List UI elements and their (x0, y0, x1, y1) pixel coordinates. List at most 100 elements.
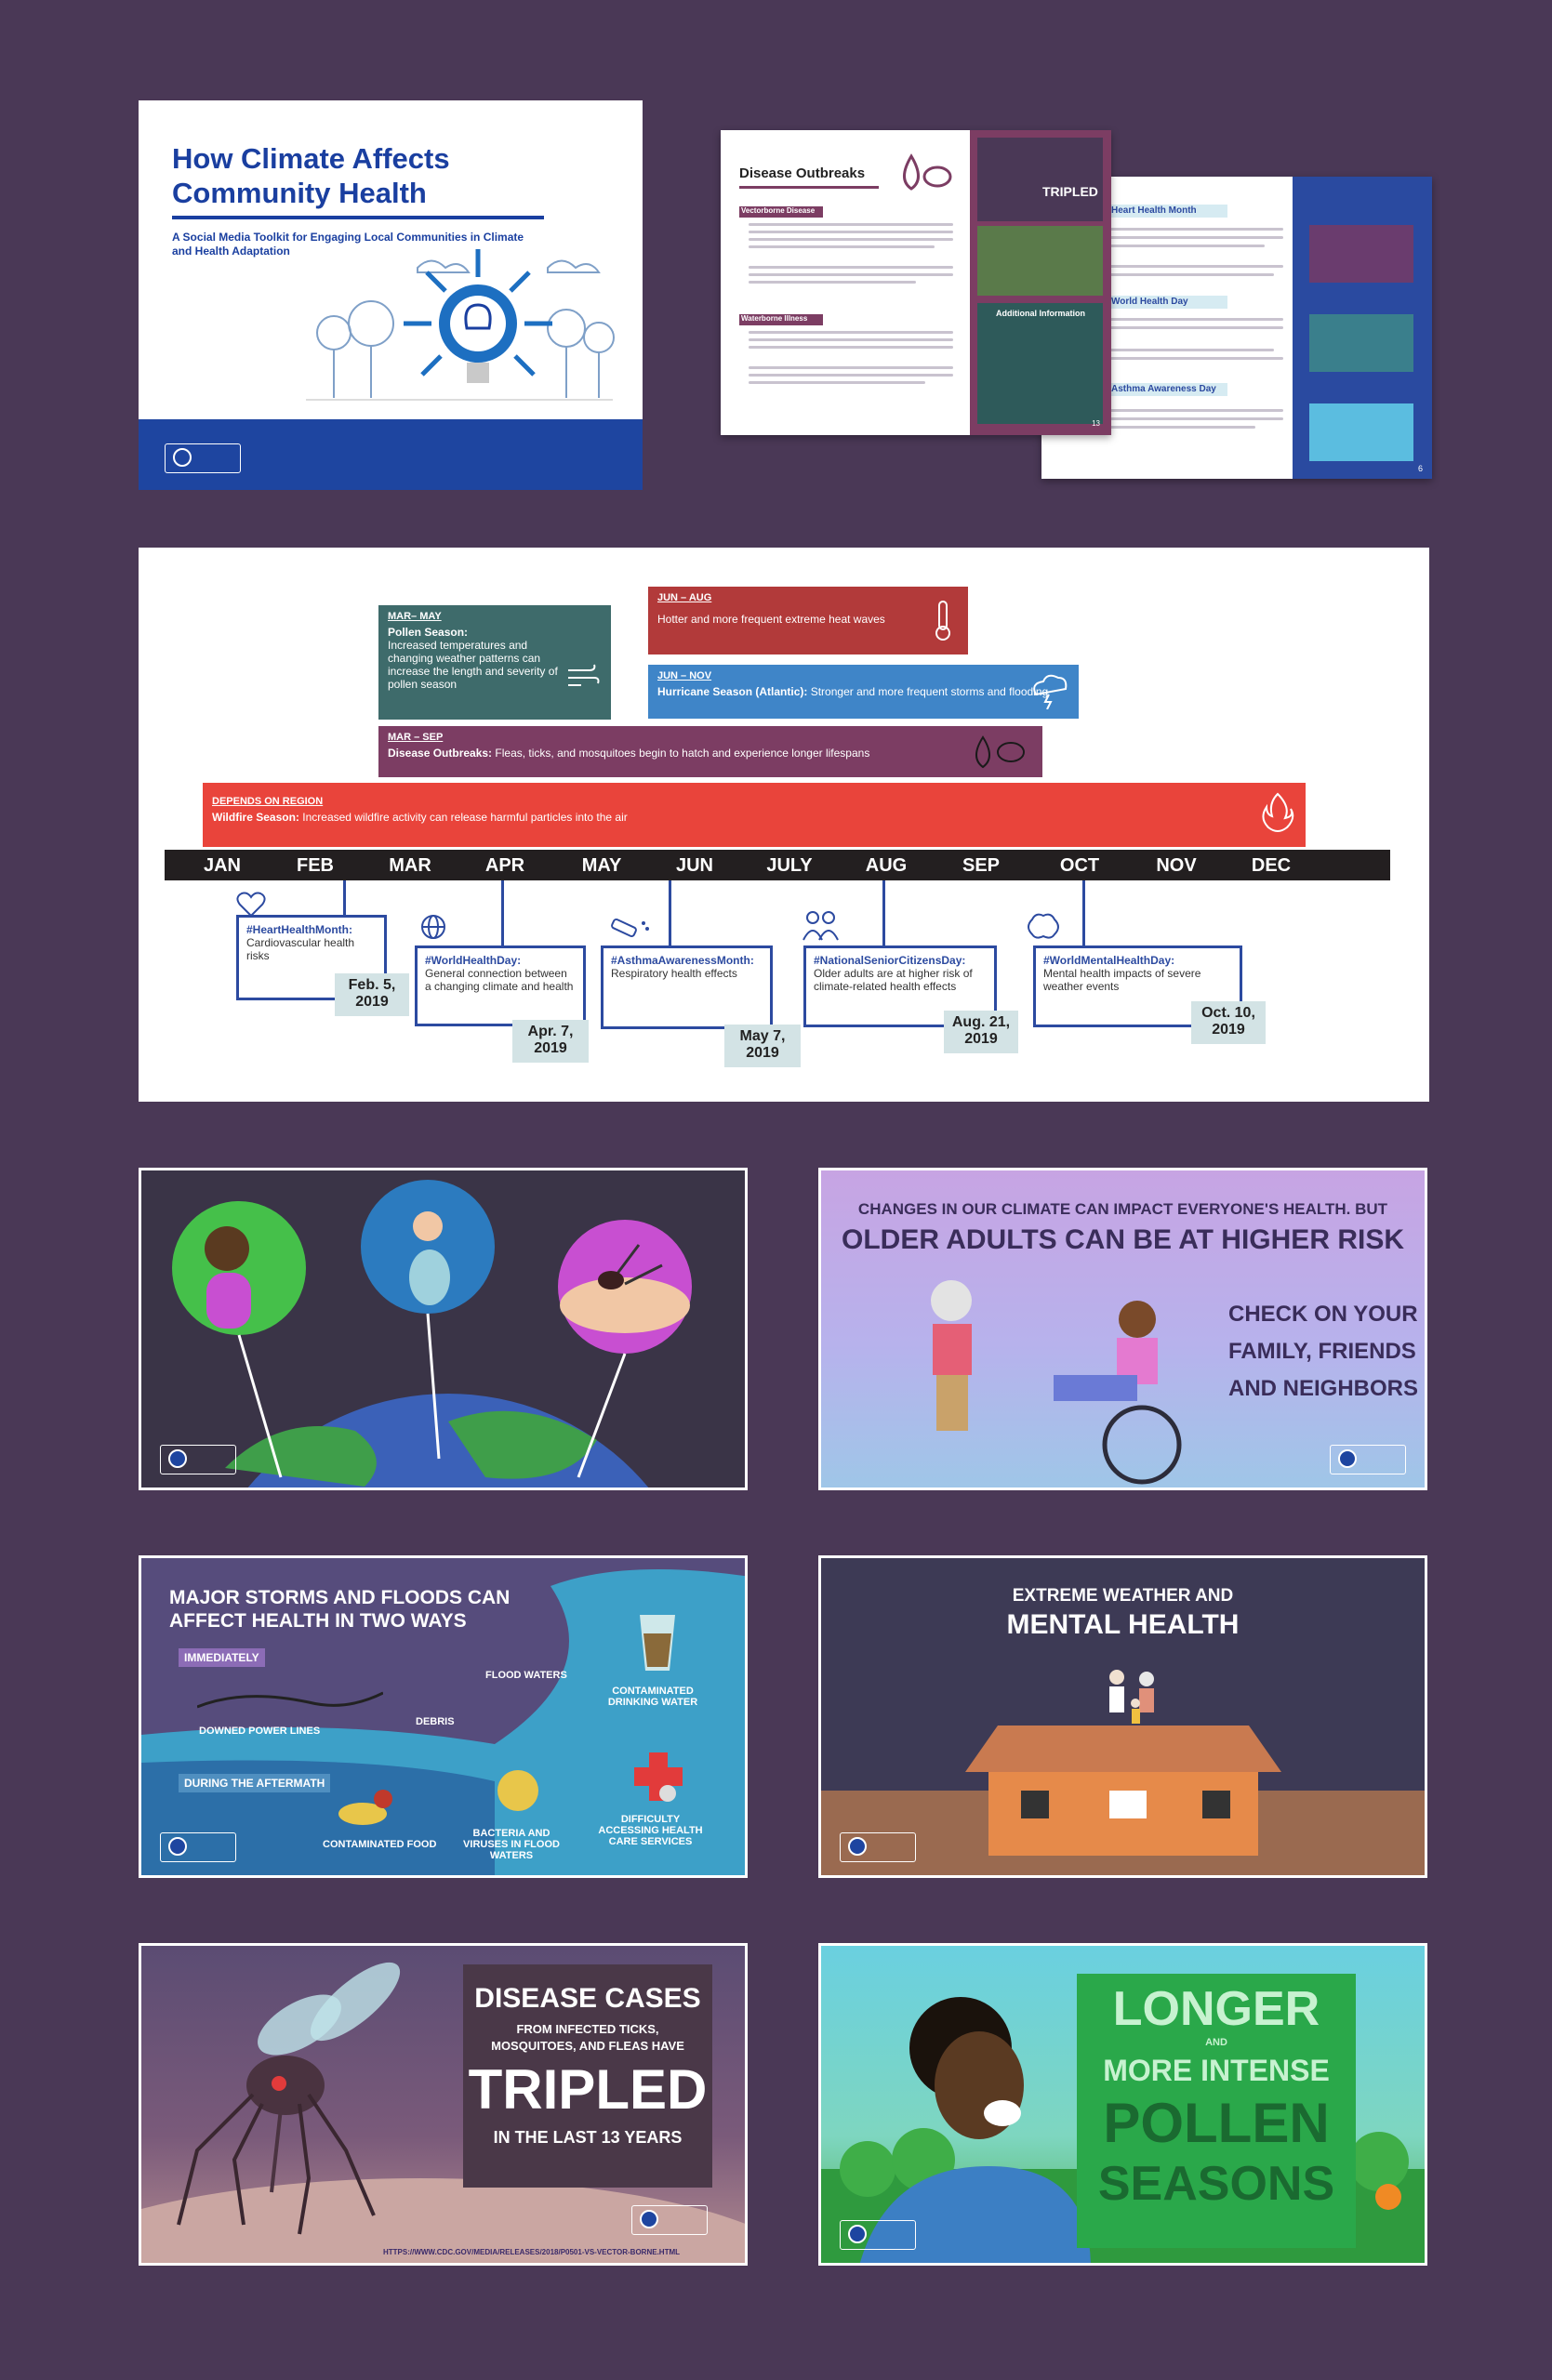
month-label: APR (484, 855, 525, 876)
month-label: OCT (1059, 855, 1100, 876)
month-label: MAY (581, 855, 622, 876)
event-heart-health-month: #HeartHealthMonth:Cardiovascular health … (236, 915, 387, 1000)
event-asthma-awareness-month: #AsthmaAwarenessMonth:Respiratory health… (601, 945, 773, 1029)
source-url[interactable]: HTTPS://WWW.CDC.GOV/MEDIA/RELEASES/2018/… (383, 2248, 681, 2256)
event-world-mental-health-day: #WorldMentalHealthDay:Mental health impa… (1033, 945, 1242, 1027)
disease-text-panel: DISEASE CASES FROM INFECTED TICKS, MOSQU… (463, 1964, 712, 2188)
cdc-logo (840, 1832, 916, 1862)
label-flood-waters: FLOOD WATERS (485, 1670, 567, 1681)
bar-hurricane-season: JUN – NOV Hurricane Season (Atlantic): S… (648, 665, 1079, 719)
older-line1: CHANGES IN OUR CLIMATE CAN IMPACT EVERYO… (857, 1200, 1388, 1218)
bar-disease-outbreaks: MAR – SEP Disease Outbreaks: Fleas, tick… (378, 726, 1042, 777)
older-adults-illustration (931, 1280, 1182, 1485)
event-date: Feb. 5, 2019 (335, 973, 409, 1016)
aftermath-tag: DURING THE AFTERMATH (179, 1774, 331, 1792)
storm-cloud-icon (1033, 674, 1068, 709)
cdc-logo (631, 2205, 708, 2235)
brochure-heading: Disease Outbreaks (739, 165, 866, 181)
disease-tripled: TRIPLED (468, 2058, 708, 2121)
cover-title: How Climate Affects Community Health (172, 142, 450, 209)
page2-section-3: Asthma Awareness Day (1111, 384, 1216, 394)
globe-people-illustration (172, 1180, 692, 1488)
food-icon (338, 1790, 392, 1825)
disease-line3: MOSQUITOES, AND FLEAS HAVE (491, 2039, 684, 2053)
pollen-line4: POLLEN (1103, 2092, 1330, 2154)
lightbulb-illustration (306, 249, 615, 401)
thumb-world (1309, 314, 1413, 372)
fire-icon (1262, 792, 1294, 832)
power-lines-icon (197, 1691, 383, 1709)
flooded-house-illustration (965, 1670, 1281, 1856)
disease-line2: FROM INFECTED TICKS, (516, 2022, 659, 2036)
panel-title: Additional Information (996, 309, 1085, 318)
panel-headline: TRIPLED (1042, 184, 1098, 199)
disease-line5: IN THE LAST 13 YEARS (493, 2128, 683, 2147)
mental-line2: MENTAL HEALTH (1006, 1609, 1240, 1640)
disease-line1: DISEASE CASES (474, 1983, 701, 2014)
bar-wildfire-season: DEPENDS ON REGION Wildfire Season: Incre… (203, 783, 1306, 847)
tile-older-adults: CHANGES IN OUR CLIMATE CAN IMPACT EVERYO… (818, 1168, 1427, 1490)
cdc-logo (160, 1832, 236, 1862)
tile-storms-floods: MAJOR STORMS AND FLOODS CAN AFFECT HEALT… (139, 1555, 748, 1878)
page-number: 13 (1092, 419, 1100, 428)
tile-vulnerable-groups (139, 1168, 748, 1490)
month-label: AUG (865, 855, 908, 876)
pollen-text-panel: LONGER AND MORE INTENSE POLLEN SEASONS (1077, 1974, 1356, 2248)
brochure-page-13: Disease Outbreaks Vectorborne Disease Wa… (721, 130, 1111, 435)
event-world-health-day: #WorldHealthDay:General connection betwe… (415, 945, 586, 1026)
label-downed-power-lines: DOWNED POWER LINES (199, 1726, 321, 1737)
inhaler-icon (611, 918, 649, 938)
month-label: JUN (675, 855, 713, 876)
cover-footer-band (139, 419, 643, 490)
check-on-text: CHECK ON YOUR FAMILY, FRIENDS AND NEIGHB… (1228, 1302, 1419, 1401)
climate-health-calendar: MAR– MAY Pollen Season: Increased temper… (139, 548, 1429, 1102)
storms-title: MAJOR STORMS AND FLOODS CAN AFFECT HEALT… (169, 1587, 511, 1632)
mosquito-illustration (141, 1962, 745, 2263)
cover-subtitle: A Social Media Toolkit for Engaging Loca… (172, 231, 524, 258)
month-label: NOV (1156, 855, 1197, 876)
event-date: Oct. 10, 2019 (1191, 1001, 1266, 1044)
heart-icon (236, 892, 266, 918)
label-debris: DEBRIS (416, 1716, 455, 1727)
month-label: JULY (766, 855, 813, 876)
section-vectorborne: Vectorborne Disease (741, 206, 816, 215)
month-label: MAR (389, 855, 431, 876)
medical-cross-icon (634, 1752, 683, 1802)
brochure-side-panel: TRIPLED Additional Information 13 (970, 130, 1111, 435)
toolkit-cover: How Climate Affects Community Health A S… (139, 100, 643, 490)
event-date: Apr. 7, 2019 (512, 1020, 589, 1063)
bacteria-icon (497, 1770, 538, 1811)
thermometer-icon (935, 601, 950, 641)
page2-section-1: Heart Health Month (1111, 205, 1197, 216)
label-health-care-access: DIFFICULTY ACCESSING HEALTH CARE SERVICE… (598, 1814, 703, 1847)
event-date: May 7, 2019 (724, 1025, 801, 1067)
pollen-line3: MORE INTENSE (1103, 2054, 1330, 2087)
label-bacteria-viruses: BACTERIA AND VIRUSES IN FLOOD WATERS (463, 1828, 560, 1861)
seniors-icon (803, 911, 839, 941)
month-label: DEC (1251, 855, 1292, 876)
bar-pollen-season: MAR– MAY Pollen Season: Increased temper… (378, 605, 611, 720)
event-date: Aug. 21, 2019 (944, 1011, 1018, 1053)
section-waterborne: Waterborne Illness (741, 314, 808, 323)
cdc-logo (165, 443, 241, 473)
wind-icon (568, 664, 600, 686)
month-axis: JAN FEB MAR APR MAY JUN JULY AUG SEP OCT… (165, 850, 1390, 880)
pollen-line2: AND (1205, 2037, 1227, 2048)
thumb-heart (1309, 225, 1413, 283)
tile-disease-tripled: DISEASE CASES FROM INFECTED TICKS, MOSQU… (139, 1943, 748, 2266)
bar-heat-waves: JUN – AUG Hotter and more frequent extre… (648, 587, 968, 654)
page2-number: 6 (1417, 464, 1423, 473)
tile-mental-health: EXTREME WEATHER AND MENTAL HEALTH (818, 1555, 1427, 1878)
tick-droplet-icon (903, 153, 952, 191)
mental-line1: EXTREME WEATHER AND (1012, 1586, 1234, 1606)
panel-photo (977, 226, 1103, 296)
cdc-logo (1330, 1445, 1406, 1474)
label-contaminated-drinking-water: CONTAMINATED DRINKING WATER (607, 1686, 698, 1708)
page2-section-2: World Health Day (1111, 297, 1188, 307)
cdc-logo (840, 2220, 916, 2250)
month-label: JAN (203, 855, 241, 876)
globe-icon (421, 915, 445, 939)
month-label: FEB (297, 855, 334, 876)
immediately-tag: IMMEDIATELY (179, 1648, 265, 1667)
pollen-line5: SEASONS (1097, 2157, 1335, 2211)
